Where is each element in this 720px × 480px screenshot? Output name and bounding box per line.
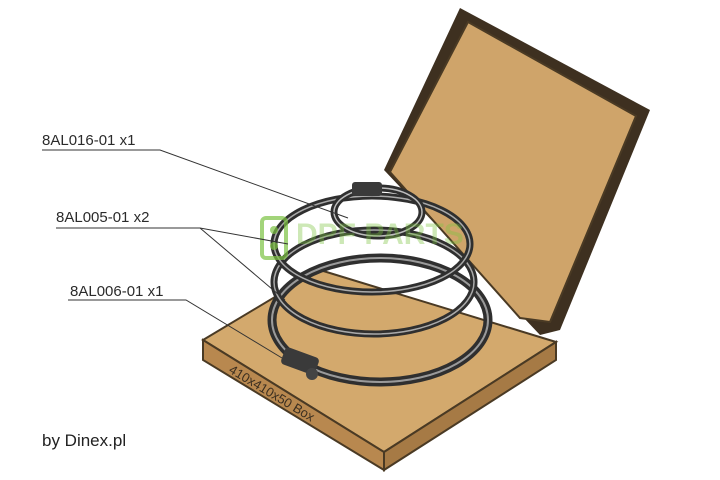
leader-middle-a xyxy=(56,227,289,245)
clamp-8AL006 xyxy=(267,253,493,387)
leader-lines xyxy=(42,149,349,359)
label-8AL016: 8AL016-01 x1 xyxy=(42,132,135,149)
clamp-stack xyxy=(267,182,493,387)
box-lid-inner xyxy=(388,20,638,324)
leader-bottom xyxy=(68,299,283,359)
clamp-8AL005-lower xyxy=(270,226,478,338)
leader-top xyxy=(42,149,349,219)
watermark-text: DPF PARTS xyxy=(296,218,464,251)
credit-text: by Dinex.pl xyxy=(42,431,126,450)
label-8AL006: 8AL006-01 x1 xyxy=(70,283,163,300)
clamp-8AL016 xyxy=(330,182,426,240)
watermark-logo: DPF PARTS xyxy=(260,216,464,260)
box-right-wall xyxy=(383,340,557,472)
leader-middle-b xyxy=(199,227,286,301)
label-8AL005: 8AL005-01 x2 xyxy=(56,209,149,226)
